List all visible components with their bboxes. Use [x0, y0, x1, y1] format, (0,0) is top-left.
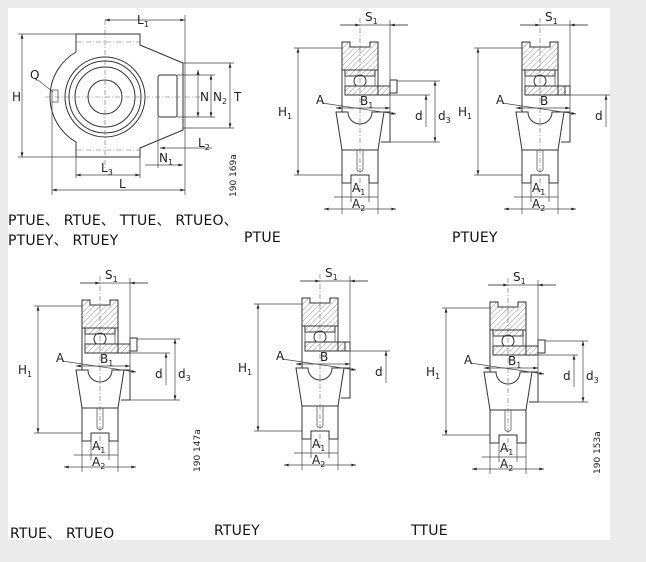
- label-bore: B1: [508, 354, 521, 370]
- label-S1: S1: [513, 270, 526, 286]
- caption-ptue: PTUE: [244, 230, 281, 246]
- label-A1: A1: [532, 181, 545, 197]
- caption-rtue: RTUE、 RTUEO: [10, 526, 115, 542]
- label-d: d: [415, 109, 423, 123]
- label-d: d: [595, 109, 603, 123]
- label-L2: L2: [198, 136, 210, 152]
- label-H1: H1: [18, 363, 32, 379]
- label-A2: A2: [352, 197, 365, 213]
- label-d: d: [155, 367, 163, 381]
- label-A2: A2: [532, 197, 545, 213]
- label-A: A: [496, 93, 505, 107]
- front-view-drawing: [18, 15, 234, 195]
- label-Q: Q: [30, 68, 39, 82]
- label-A2: A2: [92, 455, 105, 471]
- label-L3: L3: [101, 161, 113, 177]
- label-d3: d3: [178, 367, 191, 383]
- front-view-labels: L1 H Q N N2 T L2 N1 L3 L 190 169a: [12, 13, 242, 197]
- side-views: S1 H1 A B1 d d3 A1 A2: [18, 10, 610, 474]
- label-A2: A2: [500, 457, 513, 473]
- label-S1: S1: [545, 10, 558, 26]
- caption-ptuey: PTUEY: [452, 230, 498, 246]
- side-view-rtue: S1 H1 A B1 d d3 A1 A2 190 147a: [18, 268, 203, 472]
- label-A: A: [276, 349, 285, 363]
- label-N1: N1: [159, 151, 173, 167]
- caption-rtuey: RTUEY: [214, 523, 260, 539]
- label-d: d: [563, 369, 571, 383]
- label-A1: A1: [312, 437, 325, 453]
- label-N2: N2: [213, 90, 227, 106]
- label-bore: B: [320, 350, 328, 364]
- side-view-ptue: S1 H1 A B1 d d3 A1 A2: [278, 10, 451, 214]
- label-H1: H1: [458, 105, 472, 121]
- side-view-labels: S1 H1 A B d A1 A2: [458, 10, 603, 213]
- side-view-labels: S1 H1 A B1 d d3 A1 A2 190 147a: [18, 268, 203, 472]
- label-L1: L1: [137, 13, 149, 29]
- side-view-labels: S1 H1 A B d A1 A2: [238, 266, 383, 469]
- side-view-rtuey: S1 H1 A B d A1 A2: [238, 266, 390, 470]
- label-A1: A1: [92, 439, 105, 455]
- side-view-labels: S1 H1 A B1 d d3 A1 A2: [278, 10, 451, 213]
- label-A: A: [56, 351, 65, 365]
- label-A: A: [316, 93, 325, 107]
- label-L: L: [119, 177, 126, 191]
- label-d3: d3: [586, 369, 599, 385]
- side-view-ttue: S1 H1 A B1 d d3 A1 A2 190 153a: [426, 270, 603, 474]
- label-H1: H1: [278, 105, 292, 121]
- drawing-number: 190 147a: [193, 429, 203, 472]
- caption-front-line1: PTUE、 RTUE、 TTUE、 RTUEO、: [8, 213, 238, 229]
- label-N: N: [200, 90, 209, 104]
- label-bore: B1: [100, 352, 113, 368]
- label-H: H: [12, 90, 21, 104]
- label-A1: A1: [352, 181, 365, 197]
- label-A1: A1: [500, 441, 513, 457]
- label-S1: S1: [325, 266, 338, 282]
- label-S1: S1: [105, 268, 118, 284]
- label-H1: H1: [426, 365, 440, 381]
- drawing-number: 190 169a: [229, 154, 239, 197]
- label-bore: B1: [360, 94, 373, 110]
- side-view-ptuey: S1 H1 A B d A1 A2: [458, 10, 610, 214]
- technical-drawing: L1 H Q N N2 T L2 N1 L3 L 190 169a: [12, 10, 610, 474]
- label-d: d: [375, 365, 383, 379]
- drawing-number: 190 153a: [593, 431, 603, 474]
- label-A2: A2: [312, 453, 325, 469]
- caption-ttue: TTUE: [411, 523, 448, 539]
- caption-front-line2: PTUEY、 RTUEY: [8, 233, 119, 249]
- label-A: A: [464, 353, 473, 367]
- side-view-labels: S1 H1 A B1 d d3 A1 A2 190 153a: [426, 270, 603, 474]
- label-H1: H1: [238, 361, 252, 377]
- label-S1: S1: [365, 10, 378, 26]
- drawing-sheet: L1 H Q N N2 T L2 N1 L3 L 190 169a: [8, 8, 610, 542]
- label-bore: B: [540, 94, 548, 108]
- label-d3: d3: [438, 109, 451, 125]
- label-T: T: [233, 90, 242, 104]
